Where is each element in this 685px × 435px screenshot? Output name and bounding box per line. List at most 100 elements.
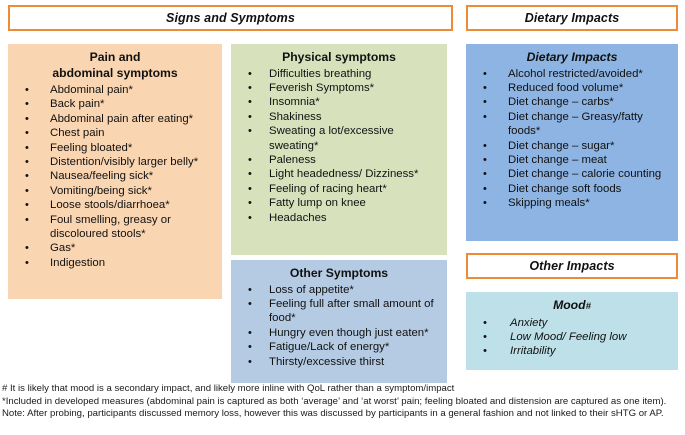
list-item: • Diet change – meat bbox=[470, 153, 674, 167]
list-item-label: Difficulties breathing bbox=[269, 67, 372, 80]
card-other-symptoms-list: •Loss of appetite* •Feeling full after s… bbox=[235, 283, 443, 369]
card-pain-title-line1: Pain and bbox=[89, 50, 141, 64]
list-item-label: Gas* bbox=[50, 242, 76, 255]
card-mood-title-text: Mood bbox=[553, 298, 586, 312]
bullet-icon: • bbox=[25, 170, 29, 183]
list-item: • Feeling bloated* bbox=[12, 141, 218, 155]
list-item-label: Light headedness/ Dizziness* bbox=[269, 168, 419, 181]
list-item-label: Hungry even though just eaten* bbox=[269, 326, 429, 339]
card-physical-symptoms-title: Physical symptoms bbox=[282, 50, 396, 64]
list-item-label: Feeling bloated* bbox=[50, 141, 133, 154]
list-item: •Feeling of racing heart* bbox=[235, 182, 443, 196]
bullet-icon: • bbox=[25, 98, 29, 111]
list-item-label: Thirsty/excessive thirst bbox=[269, 355, 385, 368]
card-mood: Mood# •Anxiety •Low Mood/ Feeling low •I… bbox=[466, 292, 678, 370]
card-physical-symptoms: Physical symptoms • Difficulties breathin… bbox=[231, 44, 447, 255]
list-item-label: Distention/visibly larger belly* bbox=[50, 156, 199, 169]
list-item: • Fatigue/Lack of energy* bbox=[235, 340, 443, 354]
banner-dietary-impacts-label: Dietary Impacts bbox=[524, 11, 620, 25]
list-item: • Loose stools/diarrhoea* bbox=[12, 198, 218, 212]
bullet-icon: • bbox=[25, 213, 29, 226]
list-item-label: Abdominal pain* bbox=[50, 84, 133, 96]
list-item: •Reduced food volume* bbox=[470, 81, 674, 95]
list-item-label: Feverish Symptoms* bbox=[269, 81, 375, 94]
list-item-label: Fatty lump on knee bbox=[269, 197, 366, 210]
bullet-icon: • bbox=[483, 81, 487, 94]
list-item-label: Loose stools/diarrhoea* bbox=[50, 199, 170, 212]
list-item: • Skipping meals* bbox=[470, 196, 674, 210]
bullet-icon: • bbox=[248, 283, 252, 296]
list-item: •Sweating a lot/excessive sweating* bbox=[235, 124, 443, 153]
bullet-icon: • bbox=[248, 326, 252, 339]
banner-other-impacts-label: Other Impacts bbox=[529, 259, 615, 273]
bullet-icon: • bbox=[248, 67, 252, 80]
footnote-asterisk: *Included in developed measures (abdomin… bbox=[2, 395, 667, 407]
list-item-label: Insomnia* bbox=[269, 96, 320, 109]
list-item-label: Foul smelling, greasy or discoloured sto… bbox=[50, 213, 171, 241]
list-item: • Back pain* bbox=[12, 97, 218, 111]
bullet-icon: • bbox=[25, 127, 29, 140]
list-item: •Thirsty/excessive thirst bbox=[235, 355, 443, 369]
card-mood-title-marker: # bbox=[585, 301, 591, 312]
list-item: • Difficulties breathing bbox=[235, 67, 443, 81]
bullet-icon: • bbox=[248, 297, 252, 310]
list-item-label: Anxiety bbox=[510, 316, 548, 329]
list-item: •Diet change – Greasy/fatty foods* bbox=[470, 110, 674, 139]
bullet-icon: • bbox=[483, 197, 487, 210]
card-dietary-impacts-list: • Alcohol restricted/avoided* •Reduced fo… bbox=[470, 67, 674, 211]
list-item: • Vomiting/being sick* bbox=[12, 184, 218, 198]
list-item: •Low Mood/ Feeling low bbox=[470, 330, 674, 344]
list-item-label: Diet change soft foods bbox=[508, 182, 622, 195]
banner-signs-and-symptoms: Signs and Symptoms bbox=[8, 5, 453, 31]
list-item-label: Feeling full after small amount of food* bbox=[269, 297, 434, 325]
card-other-symptoms: Other Symptoms •Loss of appetite* •Feeli… bbox=[231, 260, 447, 383]
banner-signs-and-symptoms-label: Signs and Symptoms bbox=[166, 11, 295, 25]
list-item: •Fatty lump on knee bbox=[235, 196, 443, 210]
footnotes: # It is likely that mood is a secondary … bbox=[2, 383, 683, 421]
list-item-label: Back pain* bbox=[50, 98, 105, 111]
list-item-label: Low Mood/ Feeling low bbox=[510, 330, 627, 343]
footnote-note: Note: After probing, participants discus… bbox=[2, 408, 664, 420]
list-item-label: Paleness bbox=[269, 153, 316, 166]
list-item-label: Nausea/feeling sick* bbox=[50, 170, 154, 183]
bullet-icon: • bbox=[483, 153, 487, 166]
list-item: •Diet change – calorie counting bbox=[470, 167, 674, 181]
card-dietary-impacts-title: Dietary Impacts bbox=[526, 50, 618, 64]
list-item: • Abdominal pain* bbox=[12, 83, 218, 97]
bullet-icon: • bbox=[248, 96, 252, 109]
bullet-icon: • bbox=[25, 156, 29, 169]
card-pain-title: Pain and abdominal symptoms bbox=[12, 50, 218, 81]
bullet-icon: • bbox=[483, 110, 487, 123]
banner-dietary-impacts: Dietary Impacts bbox=[466, 5, 678, 31]
list-item-label: Diet change – sugar* bbox=[508, 139, 615, 152]
bullet-icon: • bbox=[25, 141, 29, 154]
list-item-label: Alcohol restricted/avoided* bbox=[508, 67, 643, 80]
list-item: •Feverish Symptoms* bbox=[235, 81, 443, 95]
bullet-icon: • bbox=[25, 84, 29, 96]
bullet-icon: • bbox=[25, 184, 29, 197]
list-item: •Chest pain bbox=[12, 126, 218, 140]
list-item-label: Skipping meals* bbox=[508, 197, 590, 210]
bullet-icon: • bbox=[25, 256, 29, 269]
list-item: • Alcohol restricted/avoided* bbox=[470, 67, 674, 81]
bullet-icon: • bbox=[248, 153, 252, 166]
card-pain-list: • Abdominal pain* • Back pain* • Abdominal … bbox=[12, 83, 218, 270]
list-item-label: Indigestion bbox=[50, 256, 106, 269]
banner-other-impacts: Other Impacts bbox=[466, 253, 678, 279]
list-item: •Shakiness bbox=[235, 110, 443, 124]
bullet-icon: • bbox=[248, 341, 252, 354]
bullet-icon: • bbox=[483, 67, 487, 80]
list-item-label: Diet change – meat bbox=[508, 153, 607, 166]
bullet-icon: • bbox=[25, 199, 29, 212]
bullet-icon: • bbox=[248, 211, 252, 224]
list-item: • Nausea/feeling sick* bbox=[12, 169, 218, 183]
bullet-icon: • bbox=[248, 168, 252, 181]
list-item: • Distention/visibly larger belly* bbox=[12, 155, 218, 169]
list-item-label: Diet change – calorie counting bbox=[508, 168, 662, 181]
list-item-label: Vomiting/being sick* bbox=[50, 184, 152, 197]
card-pain-and-abdominal-symptoms: Pain and abdominal symptoms • Abdominal p… bbox=[8, 44, 222, 299]
list-item-label: Fatigue/Lack of energy* bbox=[269, 341, 390, 354]
bullet-icon: • bbox=[483, 345, 487, 358]
list-item: • Feeling full after small amount of food… bbox=[235, 297, 443, 326]
